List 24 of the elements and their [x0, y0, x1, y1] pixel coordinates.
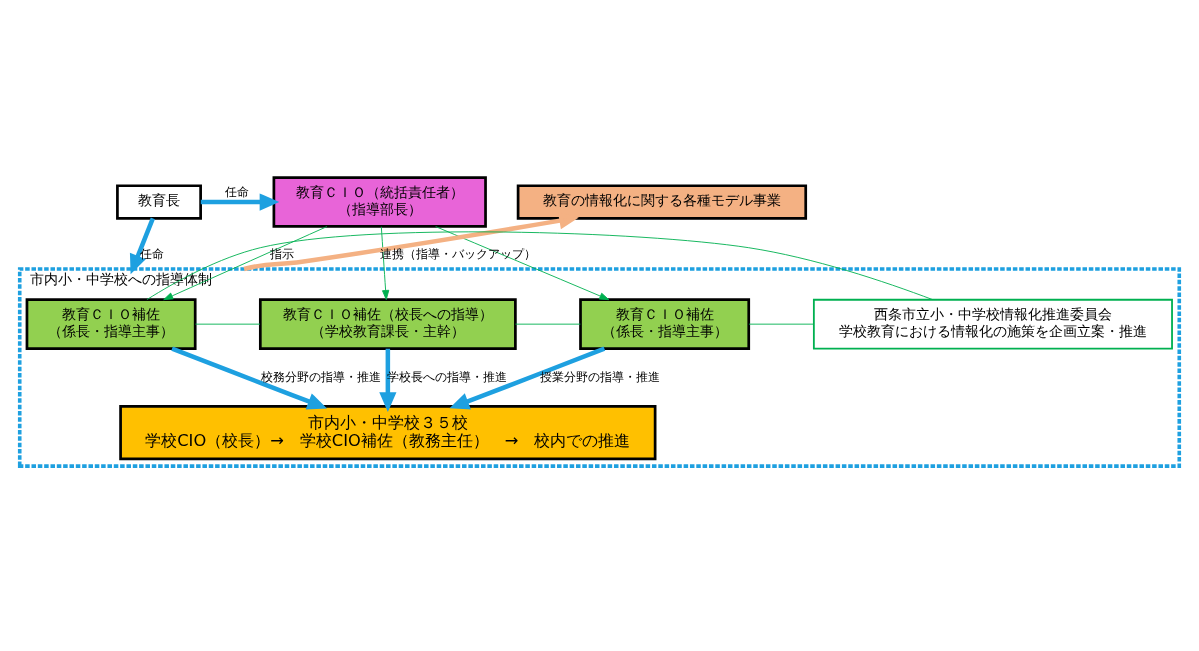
arrow: [200, 193, 280, 211]
arrow: [129, 217, 155, 275]
node-box: 教育ＣＩＯ補佐（校長への指導） （学校教育課長・主幹）: [258, 298, 517, 350]
arrow: [449, 346, 606, 410]
connector: [748, 323, 815, 325]
node-box: 教育ＣＩＯ補佐 （係長・指導主事）: [579, 298, 751, 350]
edge-label: 指示: [270, 247, 295, 262]
arrow: [163, 226, 328, 301]
edge-label: 授業分野の指導・推進: [539, 369, 660, 384]
edge-label: 任命: [139, 247, 164, 262]
node-box: 教育ＣＩＯ（統括責任者） （指導部長）: [272, 176, 487, 228]
edge-label: 校務分野の指導・推進: [261, 369, 382, 384]
node-box: 市内小・中学校３５校 学校CIO（校長）→ 学校CIO補佐（教務主任） → 校内での推進: [119, 405, 657, 461]
arrow: [379, 348, 397, 412]
node-box: 教育長: [116, 184, 202, 220]
arrow: [435, 226, 610, 301]
node-box: 教育ＣＩＯ補佐 （係長・指導主事）: [25, 298, 197, 350]
node-box: 教育の情報化に関する各種モデル事業: [516, 184, 808, 220]
connector: [194, 323, 261, 325]
connector: [146, 231, 934, 301]
connector: [514, 323, 581, 325]
edge-label: 任命: [225, 185, 250, 200]
arrow: [171, 346, 328, 410]
node-box: 西条市立小・中学校情報化推進委員会 学校教育における情報化の施策を企画立案・推進: [812, 298, 1173, 350]
